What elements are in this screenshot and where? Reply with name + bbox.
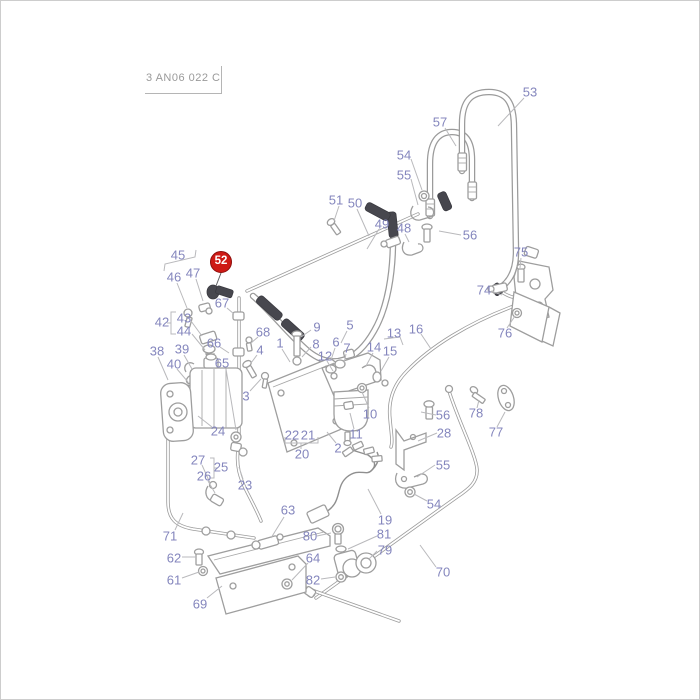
part-label-55a[interactable]: 55 [396,167,412,183]
part-label-55b[interactable]: 55 [435,457,451,473]
part-label-68[interactable]: 68 [255,324,271,340]
part-label-65[interactable]: 65 [214,355,230,371]
brackets-28-55 [394,384,515,498]
part-label-2[interactable]: 2 [334,440,342,456]
part-label-57[interactable]: 57 [432,114,448,130]
part-label-50[interactable]: 50 [347,195,363,211]
part-label-42[interactable]: 42 [154,314,170,330]
part-label-45[interactable]: 45 [170,247,186,263]
part-label-10[interactable]: 10 [362,406,378,422]
part-label-9[interactable]: 9 [313,319,321,335]
part-label-4[interactable]: 4 [256,342,264,358]
bracket-69-group [193,527,331,615]
part-label-6[interactable]: 6 [332,334,340,350]
figure-code: 3 AN06 022 C [145,66,222,94]
part-label-19[interactable]: 19 [377,512,393,528]
part-label-75[interactable]: 75 [513,244,529,260]
part-label-3[interactable]: 3 [242,388,250,404]
part-label-77[interactable]: 77 [488,424,504,440]
fittings-65-68 [230,311,253,457]
pump-24 [160,353,243,442]
part-label-39[interactable]: 39 [174,341,190,357]
filter-assembly [321,348,389,447]
part-label-46[interactable]: 46 [166,269,182,285]
part-label-11[interactable]: 11 [349,426,363,442]
part-label-51[interactable]: 51 [328,192,344,208]
part-label-80[interactable]: 80 [302,528,318,544]
part-label-71[interactable]: 71 [162,528,178,544]
part-label-40[interactable]: 40 [166,356,182,372]
part-label-78[interactable]: 78 [468,405,484,421]
part-label-67[interactable]: 67 [214,295,230,311]
part-label-27[interactable]: 27 [190,452,206,468]
part-label-61[interactable]: 61 [166,572,182,588]
valve-assembly [487,245,561,347]
part-label-81[interactable]: 81 [376,526,392,542]
part-label-23[interactable]: 23 [237,477,253,493]
part-label-26[interactable]: 26 [196,468,212,484]
hardware-48-56 [326,190,435,256]
part-label-44[interactable]: 44 [176,323,192,339]
part-label-22[interactable]: 22 [284,427,300,443]
part-label-69[interactable]: 69 [192,596,208,612]
part-label-48[interactable]: 48 [396,220,412,236]
part-label-56b[interactable]: 56 [435,407,451,423]
wire-19 [306,440,383,524]
part-label-62[interactable]: 62 [166,550,182,566]
part-label-38[interactable]: 38 [149,343,165,359]
part-label-28[interactable]: 28 [436,425,452,441]
part-label-76[interactable]: 76 [497,325,513,341]
part-label-53[interactable]: 53 [522,84,538,100]
mounting-bracket-1 [242,330,345,453]
part-label-43[interactable]: 43 [176,310,192,326]
part-label-64[interactable]: 64 [305,550,321,566]
leader-lines [157,97,525,599]
part-label-47[interactable]: 47 [185,265,201,281]
part-label-54b[interactable]: 54 [426,496,442,512]
part-label-63[interactable]: 63 [280,502,296,518]
part-label-49[interactable]: 49 [374,216,390,232]
part-label-82[interactable]: 82 [305,572,321,588]
part-label-52[interactable]: 52 [210,251,232,273]
part-label-79[interactable]: 79 [377,542,393,558]
solenoid-79-group [331,522,377,583]
part-label-70[interactable]: 70 [435,564,451,580]
part-label-16[interactable]: 16 [408,321,424,337]
part-label-54a[interactable]: 54 [396,147,412,163]
part-label-12[interactable]: 12 [317,348,333,364]
part-label-7[interactable]: 7 [343,340,351,356]
fittings-45-47 [183,302,213,329]
part-label-14[interactable]: 14 [366,339,382,355]
part-label-56a[interactable]: 56 [462,227,478,243]
part-label-74[interactable]: 74 [476,282,492,298]
part-label-15[interactable]: 15 [382,343,398,359]
part-label-20[interactable]: 20 [294,446,310,462]
part-label-66[interactable]: 66 [206,335,222,351]
part-label-8[interactable]: 8 [312,336,320,352]
part-label-5[interactable]: 5 [346,317,354,333]
part-label-1[interactable]: 1 [276,335,284,351]
part-label-13[interactable]: 13 [386,325,402,341]
part-label-25[interactable]: 25 [213,459,229,475]
highlighted-fitting-52[interactable] [206,284,234,300]
part-label-21[interactable]: 21 [300,427,316,443]
part-label-24[interactable]: 24 [210,423,226,439]
